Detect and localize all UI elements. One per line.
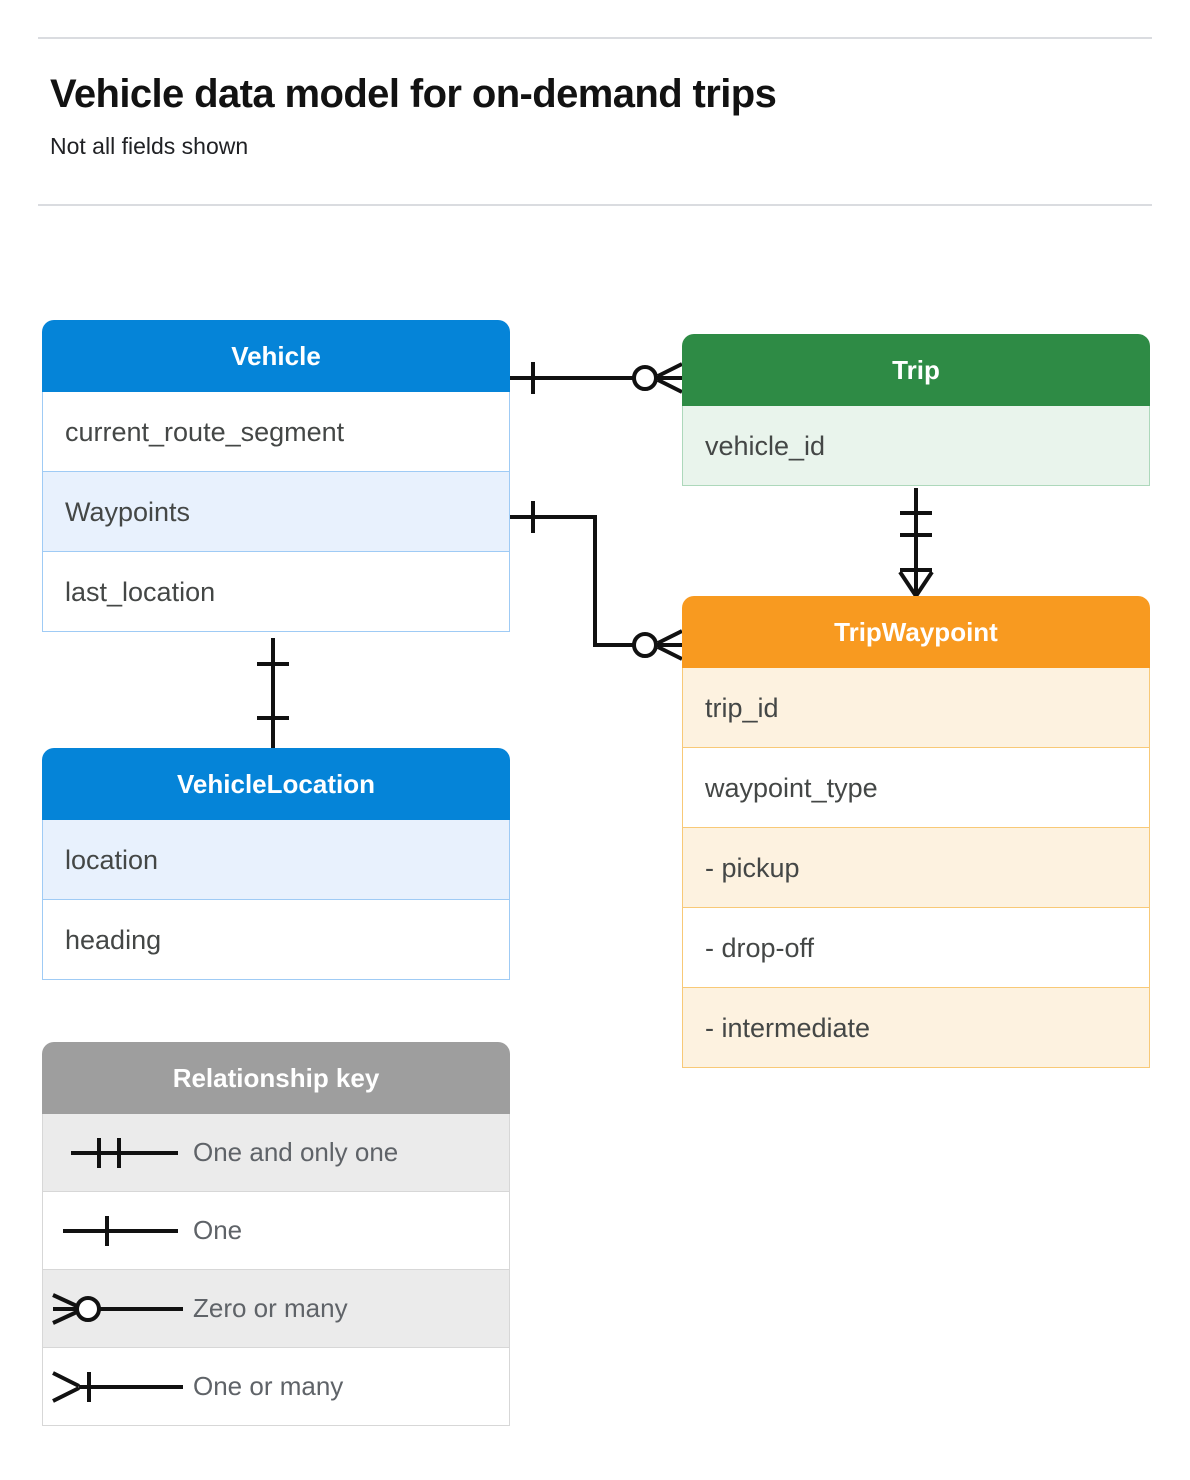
relationship-waypoints-tripwaypoint [510, 501, 683, 661]
page-title: Vehicle data model for on-demand trips [50, 72, 777, 116]
entity-trip-waypoint-enum-pickup[interactable]: - pickup [682, 828, 1150, 908]
entity-trip-waypoint-field-waypoint-type[interactable]: waypoint_type [682, 748, 1150, 828]
entity-trip-waypoint-enum-drop-off[interactable]: - drop-off [682, 908, 1150, 988]
header-rule-top [38, 37, 1152, 39]
zero-or-many-icon [43, 1270, 193, 1348]
entity-trip-field-vehicle-id[interactable]: vehicle_id [682, 406, 1150, 486]
entity-trip-waypoint-field-trip-id[interactable]: trip_id [682, 668, 1150, 748]
entity-trip[interactable]: Trip vehicle_id [682, 334, 1150, 486]
entity-vehicle-location-title: VehicleLocation [42, 748, 510, 820]
entity-trip-waypoint-title: TripWaypoint [682, 596, 1150, 668]
relationship-key-legend: Relationship key One and only one One [42, 1042, 510, 1426]
entity-vehicle-location-field-heading[interactable]: heading [42, 900, 510, 980]
legend-label-one-and-only-one: One and only one [193, 1137, 399, 1167]
legend-item-one: One [42, 1192, 510, 1270]
page-subtitle: Not all fields shown [50, 133, 249, 159]
entity-trip-waypoint-enum-intermediate[interactable]: - intermediate [682, 988, 1150, 1068]
entity-vehicle-field-waypoints[interactable]: Waypoints [42, 472, 510, 552]
entity-vehicle-location[interactable]: VehicleLocation location heading [42, 748, 510, 980]
legend-item-zero-or-many: Zero or many [42, 1270, 510, 1348]
header-rule-bottom [38, 204, 1152, 206]
relationship-vehicle-vehiclelocation [257, 638, 289, 748]
legend-label-one: One [193, 1215, 243, 1245]
entity-trip-title: Trip [682, 334, 1150, 406]
one-and-only-one-icon [43, 1114, 193, 1192]
legend-label-zero-or-many: Zero or many [193, 1293, 348, 1323]
entity-vehicle-title: Vehicle [42, 320, 510, 392]
legend-label-one-or-many: One or many [193, 1371, 344, 1401]
entity-vehicle-field-last-location[interactable]: last_location [42, 552, 510, 632]
legend-item-one-or-many: One or many [42, 1348, 510, 1426]
legend-item-one-and-only-one: One and only one [42, 1114, 510, 1192]
entity-vehicle-location-field-location[interactable]: location [42, 820, 510, 900]
one-icon [43, 1192, 193, 1270]
entity-vehicle-field-current-route-segment[interactable]: current_route_segment [42, 392, 510, 472]
one-or-many-icon [43, 1348, 193, 1426]
relationship-trip-tripwaypoint [898, 488, 934, 598]
relationship-key-title: Relationship key [42, 1042, 510, 1114]
entity-trip-waypoint[interactable]: TripWaypoint trip_id waypoint_type - pic… [682, 596, 1150, 1068]
relationship-vehicle-trip [510, 362, 683, 394]
entity-vehicle[interactable]: Vehicle current_route_segment Waypoints … [42, 320, 510, 632]
